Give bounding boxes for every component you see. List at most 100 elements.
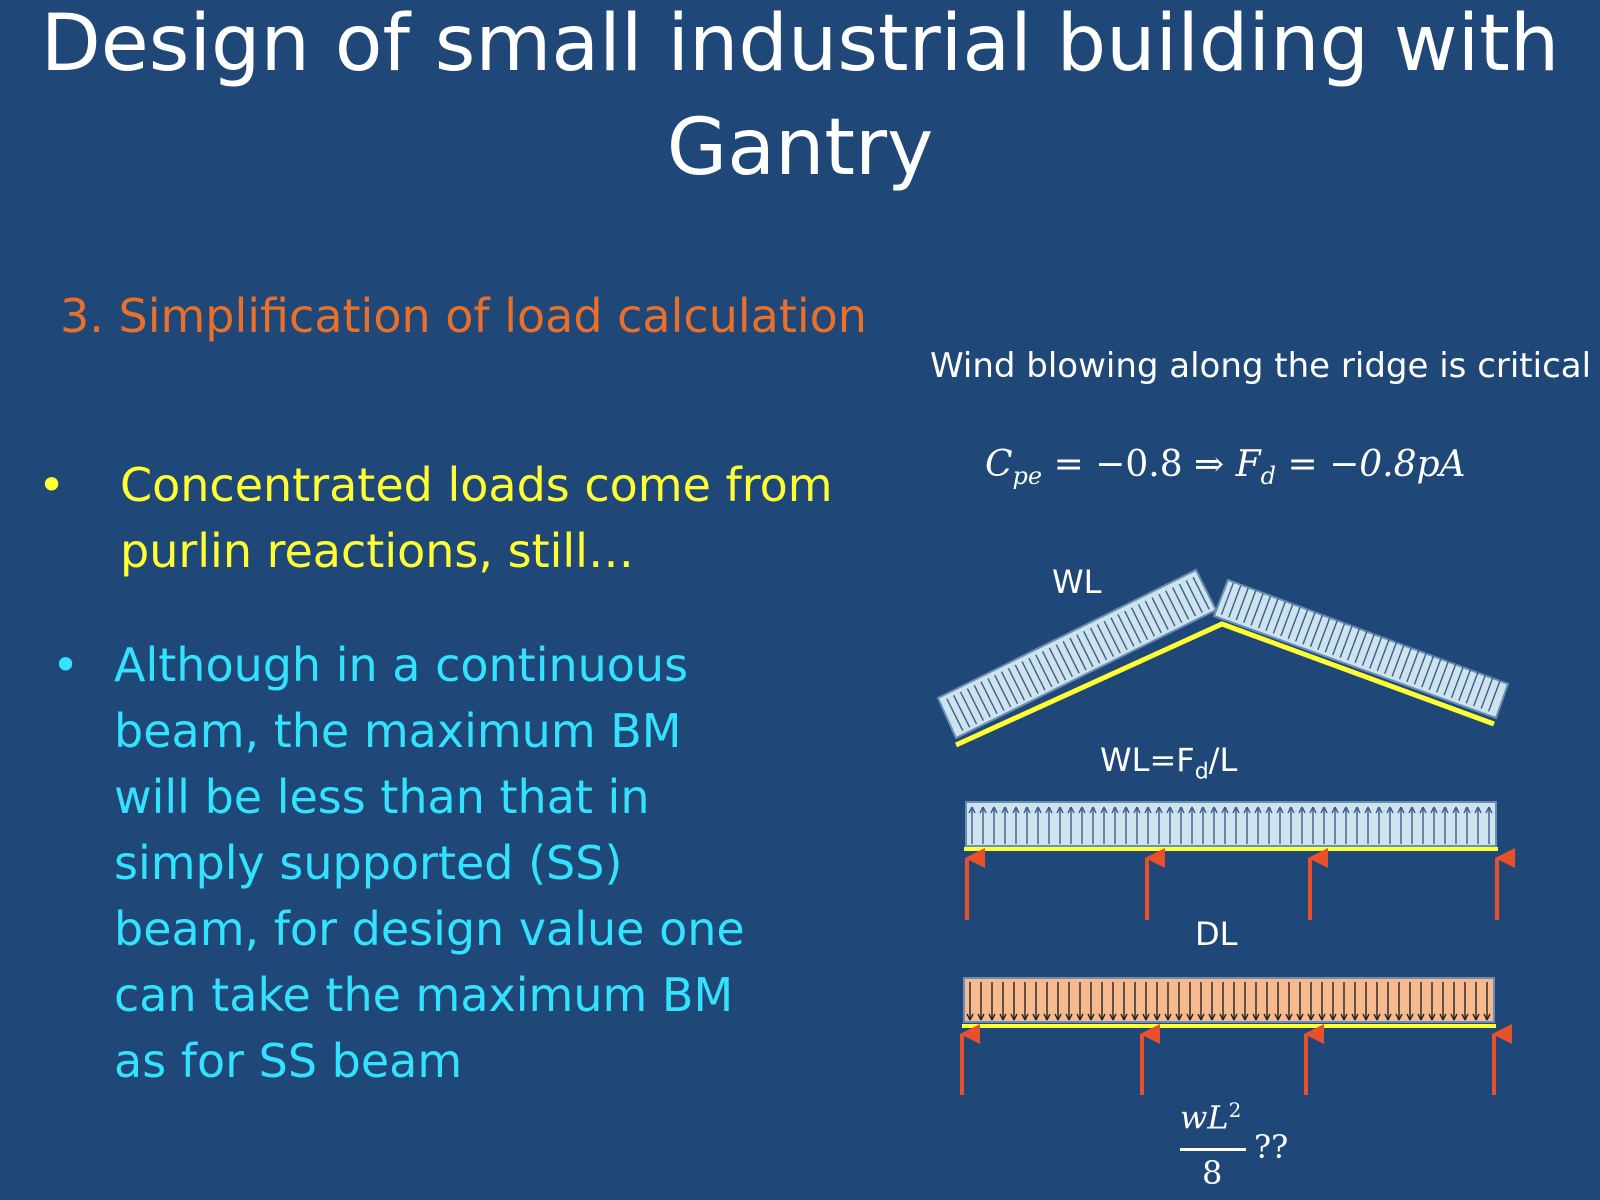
load-arrow-head <box>1373 1013 1378 1021</box>
load-arrow <box>1354 630 1368 664</box>
load-arrow-head <box>1056 806 1061 814</box>
load-arrow-head <box>1090 1013 1095 1021</box>
load-arrow-head <box>1376 1013 1381 1021</box>
load-arrow-head <box>1232 806 1237 814</box>
load-arrow-head <box>966 1013 971 1021</box>
load-arrow-head <box>1153 1013 1158 1021</box>
load-arrow <box>1228 585 1242 618</box>
load-arrow <box>1096 624 1114 657</box>
load-arrow-head <box>1155 806 1160 814</box>
label-wl2-main: WL=F <box>1100 741 1195 779</box>
load-arrow-head <box>1098 1013 1103 1021</box>
load-arrow-head <box>1065 1013 1070 1021</box>
load-arrow-head <box>977 1013 982 1021</box>
load-arrow-head <box>1081 806 1086 814</box>
title-line-1: Design of small industrial building with <box>40 0 1560 89</box>
load-arrow-head <box>1395 1013 1400 1021</box>
load-arrow-head <box>1241 1013 1246 1021</box>
load-arrow-head <box>999 1013 1004 1021</box>
load-arrow <box>1391 644 1405 677</box>
beam2-supports <box>960 1024 1512 1095</box>
beam-wind-load <box>964 801 1515 920</box>
load-arrow <box>1158 593 1176 627</box>
load-arrow <box>1339 625 1353 658</box>
load-arrow-head <box>1167 1013 1172 1021</box>
load-arrow-head <box>1191 806 1196 814</box>
load-arrow <box>1042 651 1060 684</box>
load-arrow-head <box>1475 1013 1480 1021</box>
load-arrow-head <box>1340 1013 1345 1021</box>
load-arrow-head <box>1310 1013 1315 1021</box>
load-arrow <box>1324 620 1338 653</box>
load-arrow-head <box>1021 1013 1026 1021</box>
load-arrow-head <box>1409 1013 1414 1021</box>
load-arrow <box>1089 627 1108 661</box>
load-arrow-head <box>1299 1013 1304 1021</box>
load-arrow-head <box>1439 1013 1444 1021</box>
load-arrow-head <box>1136 806 1141 814</box>
load-arrow <box>1055 644 1073 678</box>
load-arrow <box>1144 600 1162 634</box>
load-arrow-head <box>1100 806 1105 814</box>
load-arrow-head <box>1054 1013 1059 1021</box>
roof-wind-load-right <box>1212 578 1510 720</box>
load-arrow <box>1192 577 1210 610</box>
load-arrow <box>1021 661 1039 694</box>
load-arrow <box>1110 617 1128 651</box>
load-arrow-head <box>979 806 984 814</box>
load-arrow-head <box>971 806 976 814</box>
load-arrow-head <box>1312 806 1317 814</box>
load-arrow-head <box>1345 806 1350 814</box>
load-arrow-head <box>1255 1013 1260 1021</box>
load-arrow <box>1265 598 1279 632</box>
load-arrow-head <box>1123 1013 1128 1021</box>
load-arrow <box>1103 620 1121 654</box>
load-arrow-head <box>1070 806 1075 814</box>
load-arrow-head <box>968 806 973 814</box>
load-arrow <box>1014 664 1032 698</box>
load-arrow <box>1000 671 1019 704</box>
load-arrow <box>1235 587 1249 621</box>
load-arrow-head <box>1202 806 1207 814</box>
load-arrow-head <box>1169 806 1174 814</box>
load-arrow-head <box>1433 806 1438 814</box>
load-arrow-head <box>1442 1013 1447 1021</box>
load-arrow-head <box>1219 1013 1224 1021</box>
load-arrow-head <box>1428 1013 1433 1021</box>
load-arrow <box>1117 614 1135 647</box>
fraction-bar <box>1180 1148 1246 1151</box>
load-arrow-head <box>1387 1013 1392 1021</box>
cpe-formula: Cpe = −0.8 ⇒ Fd = −0.8pA <box>985 440 1466 501</box>
load-arrow-head <box>1351 1013 1356 1021</box>
load-arrow-head <box>1332 1013 1337 1021</box>
load-arrow-head <box>1365 1013 1370 1021</box>
load-arrow-head <box>1466 806 1471 814</box>
load-arrow-head <box>1420 1013 1425 1021</box>
load-arrow-head <box>1307 1013 1312 1021</box>
load-arrow-head <box>1156 1013 1161 1021</box>
bullet-text: Concentrated loads come from purlin reac… <box>120 452 880 584</box>
fraction-numerator: wL2 <box>1180 1098 1241 1137</box>
load-arrow-head <box>1408 806 1413 814</box>
load-arrow-head <box>988 1013 993 1021</box>
load-arrow-head <box>1015 806 1020 814</box>
load-arrow-head <box>1078 806 1083 814</box>
load-arrow-head <box>1197 1013 1202 1021</box>
load-arrow-head <box>1244 1013 1249 1021</box>
load-arrow-head <box>1235 806 1240 814</box>
load-arrow-head <box>1131 1013 1136 1021</box>
load-arrow <box>994 674 1012 708</box>
title-line-2: Gantry <box>666 103 934 193</box>
bullet-line: beam, for design value one <box>114 902 745 956</box>
load-arrow-head <box>1200 1013 1205 1021</box>
load-arrow <box>1369 636 1383 669</box>
load-arrow-head <box>1002 1013 1007 1021</box>
load-arrow-head <box>1023 806 1028 814</box>
load-arrow-head <box>1343 1013 1348 1021</box>
load-arrow-head <box>1166 806 1171 814</box>
load-arrow-head <box>982 806 987 814</box>
load-arrow-head <box>1342 806 1347 814</box>
label-wl-fd-over-l: WL=Fd/L <box>1100 740 1237 792</box>
load-arrow <box>959 691 978 725</box>
load-arrow <box>1309 614 1324 648</box>
